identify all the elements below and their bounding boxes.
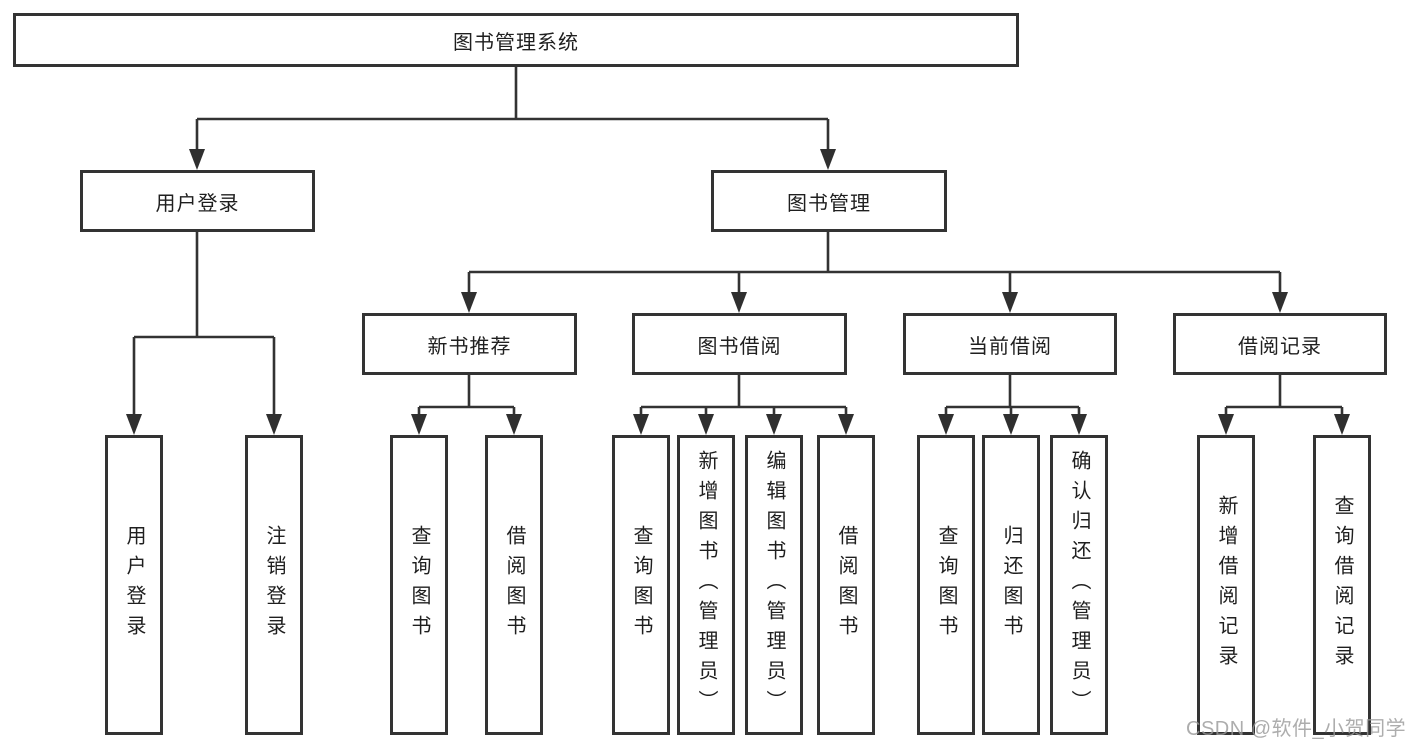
arrowhead-icons <box>126 149 1350 435</box>
leaf-borrow-books-1: 借阅图书 <box>485 435 543 735</box>
node-book-management-label: 图书管理 <box>787 192 871 215</box>
leaf-search-books-2: 查询图书 <box>612 435 670 735</box>
node-book-borrow-label: 图书借阅 <box>697 335 782 358</box>
leaf-search-books-3: 查询图书 <box>917 435 975 735</box>
leaf-user-login: 用户登录 <box>105 435 163 735</box>
leaf-add-book-admin: 新增图书（管理员） <box>677 435 735 735</box>
node-root: 图书管理系统 <box>13 13 1019 67</box>
leaf-logout: 注销登录 <box>245 435 303 735</box>
tree-edges <box>132 66 1344 416</box>
leaf-borrow-books-2-label: 借阅图书 <box>835 525 857 645</box>
leaf-return-book-label: 归还图书 <box>1000 525 1022 645</box>
leaf-search-books-2-label: 查询图书 <box>630 525 652 645</box>
node-new-book-recommend: 新书推荐 <box>362 313 577 375</box>
leaf-add-borrow-record: 新增借阅记录 <box>1197 435 1255 735</box>
node-borrow-records-label: 借阅记录 <box>1238 335 1322 358</box>
node-current-borrow: 当前借阅 <box>903 313 1117 375</box>
leaf-return-book: 归还图书 <box>982 435 1040 735</box>
node-book-management: 图书管理 <box>711 170 947 232</box>
csdn-watermark: CSDN @软件_小贺同学 <box>1186 718 1405 740</box>
node-current-borrow-label: 当前借阅 <box>968 335 1052 358</box>
leaf-search-books-1: 查询图书 <box>390 435 448 735</box>
leaf-search-borrow-record: 查询借阅记录 <box>1313 435 1371 735</box>
node-root-label: 图书管理系统 <box>453 31 579 54</box>
leaf-add-borrow-record-label: 新增借阅记录 <box>1215 495 1237 675</box>
leaf-search-books-1-label: 查询图书 <box>408 525 430 645</box>
node-user-login-label: 用户登录 <box>155 192 240 215</box>
node-user-login: 用户登录 <box>80 170 315 232</box>
leaf-borrow-books-1-label: 借阅图书 <box>503 525 525 645</box>
leaf-edit-book-admin-label: 编辑图书（管理员） <box>763 450 785 720</box>
leaf-logout-label: 注销登录 <box>263 525 285 645</box>
leaf-confirm-return-admin: 确认归还（管理员） <box>1050 435 1108 735</box>
leaf-user-login-label: 用户登录 <box>123 525 145 645</box>
node-book-borrow: 图书借阅 <box>632 313 847 375</box>
node-borrow-records: 借阅记录 <box>1173 313 1387 375</box>
leaf-search-borrow-record-label: 查询借阅记录 <box>1331 495 1353 675</box>
leaf-search-books-3-label: 查询图书 <box>935 525 957 645</box>
leaf-borrow-books-2: 借阅图书 <box>817 435 875 735</box>
leaf-edit-book-admin: 编辑图书（管理员） <box>745 435 803 735</box>
leaf-add-book-admin-label: 新增图书（管理员） <box>695 450 717 720</box>
leaf-confirm-return-admin-label: 确认归还（管理员） <box>1068 450 1090 720</box>
node-new-book-recommend-label: 新书推荐 <box>427 335 512 358</box>
